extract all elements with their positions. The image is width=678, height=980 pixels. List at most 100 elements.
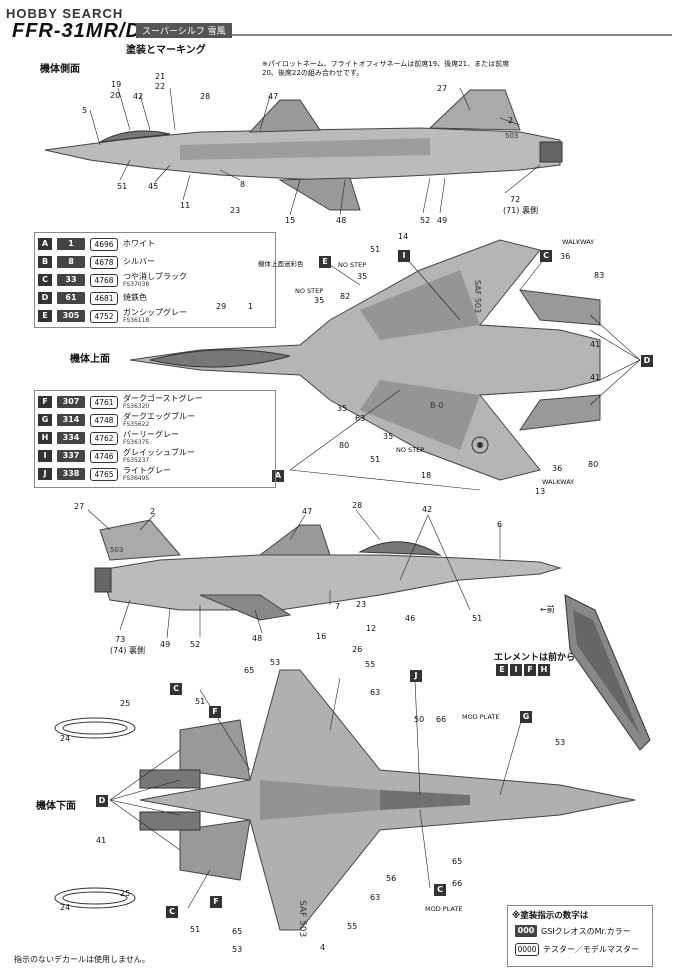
color-key: D	[38, 292, 52, 304]
fs-code: FS37038	[123, 280, 150, 288]
callout-13: 13	[535, 487, 546, 496]
key-D-bottom: D	[96, 795, 108, 807]
color-row-A: A 1 4696 ホワイト	[38, 236, 155, 252]
key-D-top: D	[641, 355, 653, 367]
callout-42-lower: 42	[422, 505, 433, 514]
walkway-1: WALKWAY	[562, 238, 595, 246]
callout-22: 22	[155, 82, 166, 91]
callout-65-a: 65	[244, 666, 255, 675]
element-key-3: F	[524, 664, 536, 676]
key-F-bottom-b: F	[210, 896, 222, 908]
svg-text:503: 503	[505, 132, 518, 140]
callout-20: 20	[110, 91, 121, 100]
callout-82: 82	[340, 292, 351, 301]
paint-legend-box	[507, 905, 653, 967]
callout-51-lower: 51	[472, 614, 483, 623]
svg-text:SAF 503: SAF 503	[297, 900, 307, 937]
subtitle-bar: スーパーシルフ 雪風	[136, 23, 232, 38]
top-camo-note: 機体上面迷彩色	[258, 260, 304, 268]
callout-74-reverse: (74) 裏側	[110, 646, 145, 655]
color-key: H	[38, 432, 52, 444]
callout-19: 19	[111, 80, 122, 89]
fs-code: FS35622	[123, 420, 150, 428]
callout-41-a: 41	[590, 340, 601, 349]
callout-49-lower: 49	[160, 640, 171, 649]
tester-number: 4748	[90, 413, 118, 427]
mod-plate-a: MOD PLATE	[462, 713, 500, 721]
key-G-bottom: G	[520, 711, 532, 723]
color-table-1	[34, 232, 276, 328]
model-title: FFR-31MR/D	[12, 20, 141, 42]
forward-arrow-label: ←前	[540, 605, 555, 614]
fs-code: FS35237	[123, 456, 150, 464]
key-F-bottom-a: F	[209, 706, 221, 718]
element-order-label: エレメントは前から	[494, 653, 576, 663]
callout-47-lower: 47	[302, 507, 313, 516]
callout-16: 16	[316, 632, 327, 641]
color-number: 8	[57, 256, 85, 268]
callout-51-b: 51	[370, 455, 381, 464]
callout-46: 46	[405, 614, 416, 623]
color-key: J	[38, 468, 52, 480]
tester-number: 4752	[90, 309, 118, 323]
callout-52-lower: 52	[190, 640, 201, 649]
color-key: A	[38, 238, 52, 250]
callout-42: 42	[133, 92, 144, 101]
callout-51-bottom-b: 51	[190, 925, 201, 934]
top-view-drawing: B-0 SAF 503	[129, 239, 641, 491]
key-I-top: I	[398, 250, 410, 262]
tester-number: 4765	[90, 467, 118, 481]
color-name: グレイッシュブルー	[123, 447, 195, 457]
element-key-1: E	[496, 664, 508, 676]
callout-2: 2	[508, 116, 514, 125]
header-rule	[136, 24, 672, 36]
callout-26: 26	[352, 645, 363, 654]
walkway-2: WALKWAY	[542, 478, 575, 486]
callout-80-b: 80	[588, 460, 599, 469]
tester-number: 4761	[90, 395, 118, 409]
callout-21: 21	[155, 72, 166, 81]
key-C-bottom-c: C	[166, 906, 178, 918]
callout-53-c: 53	[232, 945, 243, 954]
top-view-label: 機体上面	[70, 354, 110, 365]
callout-15: 15	[285, 216, 296, 225]
callout-35-b: 35	[314, 296, 325, 305]
legend-tester-text: テスター／モデルマスター	[543, 945, 639, 954]
watermark: HOBBY SEARCH	[6, 6, 124, 21]
callout-23-lower: 23	[356, 600, 367, 609]
callout-25-a: 25	[120, 699, 131, 708]
callout-51-bottom-a: 51	[195, 697, 206, 706]
callout-66-b: 66	[452, 879, 463, 888]
color-number: 314	[57, 414, 85, 426]
callout-24-b: 24	[60, 903, 71, 912]
callout-8: 8	[240, 180, 246, 189]
callout-63-b: 63	[370, 893, 381, 902]
legend-gsi-row: 000 GSIクレオスのMr.カラー	[515, 925, 631, 937]
color-name: ホワイト	[123, 239, 155, 248]
callout-53-b: 53	[555, 738, 566, 747]
callout-41-b: 41	[590, 373, 601, 382]
side-view-note: ※パイロットネーム、フライトオフィサネームは前席19、後席21、または前席20、…	[262, 60, 510, 77]
callout-1: 1	[248, 302, 254, 311]
legend-tester-box: 0000	[515, 943, 539, 956]
callout-71-reverse: (71) 裏側	[503, 206, 538, 215]
callout-14: 14	[398, 232, 409, 241]
color-key: I	[38, 450, 52, 462]
callout-51-top: 51	[370, 245, 381, 254]
unused-decal-note: 指示のないデカールは使用しません。	[14, 955, 150, 964]
key-C-bottom-b: C	[434, 884, 446, 896]
callout-53-a: 53	[270, 658, 281, 667]
element-key-2: I	[510, 664, 522, 676]
callout-52: 52	[420, 216, 431, 225]
callout-65-c: 65	[232, 927, 243, 936]
color-number: 61	[57, 292, 85, 304]
mod-plate-b: MOD PLATE	[425, 905, 463, 913]
color-number: 305	[57, 310, 85, 322]
tester-number: 4696	[90, 237, 118, 251]
color-number: 1	[57, 238, 85, 250]
color-name: シルバー	[123, 257, 155, 266]
color-key: F	[38, 396, 52, 408]
